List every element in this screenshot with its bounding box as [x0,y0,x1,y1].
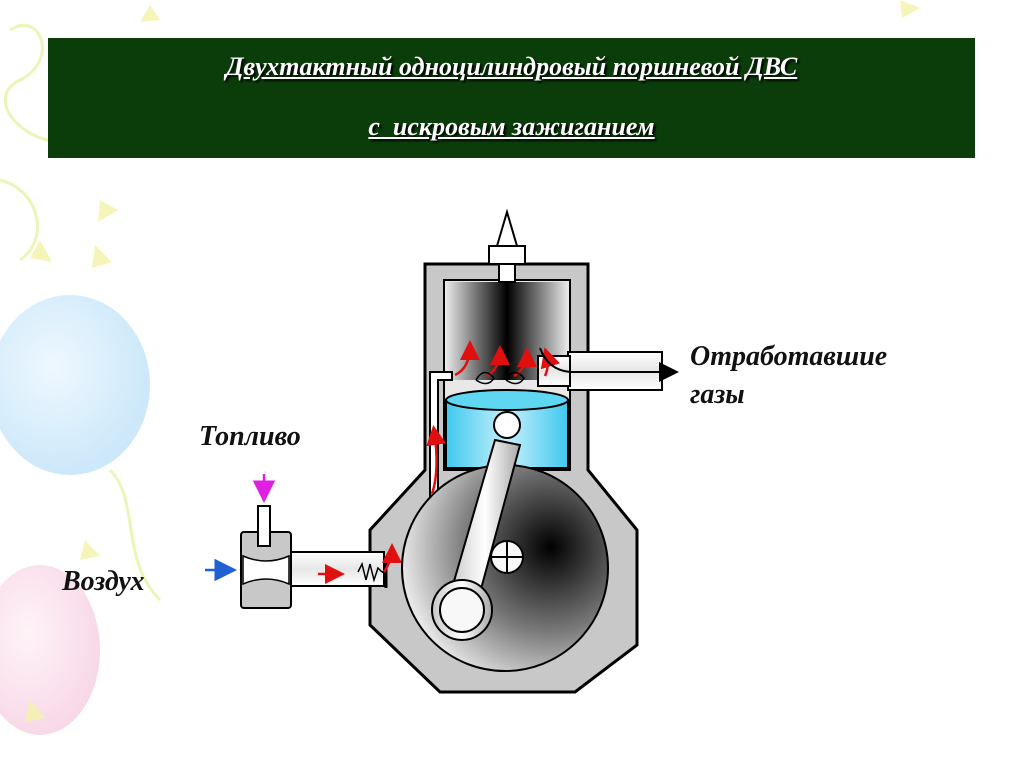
title-line-1: Двухтактный одноцилиндровый поршневой ДВ… [225,52,798,81]
fuel-label: Топливо [199,421,301,452]
decorative-curls [0,23,162,602]
gas-flow-arrows [318,340,560,584]
piston [445,389,569,469]
exhaust-label: Отработавшие газы [690,340,887,412]
decorative-balloon-pink [0,565,100,735]
exhaust-flow-arrow [539,347,679,382]
carburettor [240,505,292,609]
exhaust-label-line-2: газы [690,379,745,410]
decorative-sun-rays [25,0,920,722]
title-banner: Двухтактный одноцилиндровый поршневой ДВ… [48,38,975,158]
decorative-balloon-blue [0,295,150,475]
connecting-rod [431,438,522,641]
exhaust-label-line-1: Отработавшие [690,341,888,372]
intake-pipe [289,551,385,587]
air-label: Воздух [62,566,145,597]
flow-swirls [475,371,525,385]
spark-plug [488,208,526,283]
crankshaft-axis [490,540,524,574]
title-line-2: с искровым зажиганием [368,112,655,141]
